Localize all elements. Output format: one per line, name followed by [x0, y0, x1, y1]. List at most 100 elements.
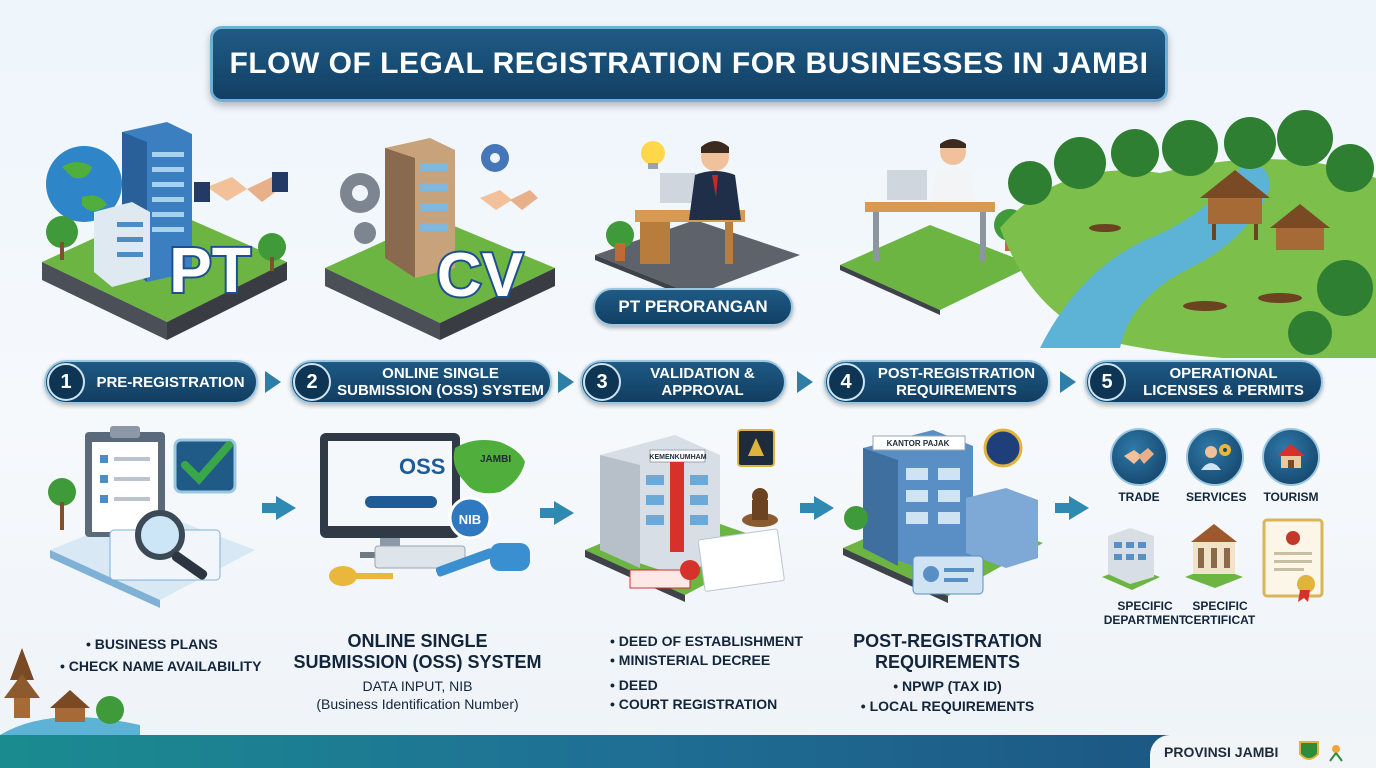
clipboard-icon	[85, 426, 165, 537]
stilt-house	[1200, 170, 1330, 250]
pt-scene: PT	[22, 112, 292, 342]
footer-region-label: PROVINSI JAMBI	[1164, 743, 1279, 760]
tax-office-sign: KANTOR PAJAK	[887, 439, 950, 448]
pt-perorangan-badge: PT PERORANGAN	[593, 288, 793, 326]
step-arrow-icon	[1060, 371, 1076, 393]
step-number: 3	[583, 363, 621, 401]
step-arrow-icon	[797, 371, 813, 393]
pt-letters: PT	[169, 234, 251, 306]
detail-bullet: • NPWP (TAX ID)	[893, 678, 1002, 694]
keyboard-icon	[374, 545, 466, 569]
flow-arrow-icon	[276, 496, 296, 520]
detail-bullet: • LOCAL REQUIREMENTS	[860, 698, 1035, 714]
detail-bullet: • CHECK NAME AVAILABILITY	[60, 658, 262, 674]
license-label: SERVICES	[1186, 490, 1247, 504]
tax-office-icon	[863, 430, 973, 573]
oss-map-label: JAMBI	[480, 454, 511, 465]
jambi-landscape	[960, 108, 1376, 358]
step-number: 5	[1088, 363, 1126, 401]
handshake-icon	[194, 172, 288, 202]
magnifier-icon	[135, 510, 208, 580]
checkmark-icon	[173, 438, 237, 494]
specific-department-icon	[1100, 522, 1162, 597]
step-number: 1	[47, 363, 85, 401]
step-number: 2	[293, 363, 331, 401]
detail-bullet: • DEED OF ESTABLISHMENT	[610, 633, 803, 649]
key-icon	[329, 543, 530, 586]
nib-badge: NIB	[459, 512, 481, 527]
detail-heading: ONLINE SINGLE	[347, 631, 488, 651]
page-title: FLOW OF LEGAL REGISTRATION FOR BUSINESSE…	[229, 47, 1149, 80]
step-3-details: • DEED OF ESTABLISHMENT • MINISTERIAL DE…	[610, 632, 810, 714]
tax-office-illustration: KANTOR PAJAK	[838, 418, 1063, 608]
detail-bullet: • MINISTERIAL DECREE	[610, 652, 771, 668]
detail-bullet: • BUSINESS PLANS	[86, 636, 218, 652]
footer-region: PROVINSI JAMBI	[1150, 735, 1376, 768]
pt-perorangan-scene	[585, 125, 805, 300]
step-arrow-icon	[265, 371, 281, 393]
certificate-icon	[1262, 518, 1326, 609]
step-3-pill[interactable]: 3 VALIDATION & APPROVAL	[580, 360, 786, 404]
step-4-details: POST-REGISTRATION REQUIREMENTS • NPWP (T…	[845, 631, 1050, 716]
specific-certificate-label: SPECIFIC CERTIFICAT	[1184, 599, 1256, 627]
flow-arrow-icon	[554, 501, 574, 525]
services-icon	[1186, 428, 1244, 486]
traditional-house-decoration	[0, 640, 140, 745]
detail-sub: DATA INPUT, NIB	[362, 678, 473, 694]
detail-heading: REQUIREMENTS	[874, 652, 1020, 672]
handshake-icon	[480, 190, 512, 210]
cv-scene: CV	[320, 118, 560, 343]
license-trade[interactable]: TRADE	[1110, 428, 1168, 504]
step-label: PRE-REGISTRATION	[96, 373, 245, 391]
lightbulb-icon	[641, 141, 665, 169]
oss-logo: OSS	[399, 454, 445, 479]
detail-bullet: • COURT REGISTRATION	[610, 696, 778, 712]
step-label: OPERATIONAL LICENSES & PERMITS	[1143, 365, 1304, 399]
oss-illustration: OSS JAMBI NIB	[315, 418, 545, 608]
step-1-pill[interactable]: 1 PRE-REGISTRATION	[44, 360, 258, 404]
map-icon	[453, 440, 525, 494]
license-services[interactable]: SERVICES	[1186, 428, 1247, 504]
detail-heading: SUBMISSION (OSS) SYSTEM	[293, 652, 542, 672]
office-desk-scene	[835, 130, 1035, 315]
handshake-icon	[1110, 428, 1168, 486]
step-number: 4	[827, 363, 865, 401]
step-1-details: • BUSINESS PLANS • CHECK NAME AVAILABILI…	[60, 633, 280, 677]
monitor-icon	[320, 433, 460, 558]
title-banner: FLOW OF LEGAL REGISTRATION FOR BUSINESSE…	[210, 26, 1168, 102]
step-label: VALIDATION & APPROVAL	[650, 365, 755, 399]
tourism-icon	[1262, 428, 1320, 486]
license-tourism[interactable]: TOURISM	[1262, 428, 1320, 504]
step-label: POST-REGISTRATION REQUIREMENTS	[877, 365, 1036, 399]
tourism-logo-icon	[1329, 744, 1344, 762]
step-2-details: ONLINE SINGLE SUBMISSION (OSS) SYSTEM DA…	[285, 631, 550, 713]
building-icon	[600, 435, 720, 575]
monitor-icon	[887, 170, 927, 200]
footer-bar	[0, 735, 1376, 768]
license-label: TOURISM	[1263, 490, 1319, 504]
pt-perorangan-label: PT PERORANGAN	[618, 297, 768, 316]
step-arrow-icon	[558, 371, 574, 393]
boat	[1089, 224, 1121, 232]
document-icon	[629, 528, 785, 592]
validation-illustration: KEMENKUMHAM	[580, 420, 805, 610]
province-emblem-icon	[1299, 740, 1320, 760]
license-label: TRADE	[1118, 490, 1160, 504]
step-label: ONLINE SINGLE SUBMISSION (OSS) SYSTEM	[337, 365, 544, 399]
ministry-sign: KEMENKUMHAM	[649, 454, 706, 461]
detail-sub: (Business Identification Number)	[316, 696, 519, 712]
specific-building-icon	[1183, 520, 1245, 595]
detail-bullet: • DEED	[610, 677, 658, 693]
flow-arrow-icon	[1069, 496, 1089, 520]
stamp-icon	[742, 488, 778, 527]
step-4-pill[interactable]: 4 POST-REGISTRATION REQUIREMENTS	[824, 360, 1050, 404]
specific-department-label: SPECIFIC DEPARTMENT	[1103, 599, 1187, 627]
monitor-icon	[660, 173, 696, 203]
id-card-icon	[912, 555, 984, 595]
step-5-pill[interactable]: 5 OPERATIONAL LICENSES & PERMITS	[1085, 360, 1323, 404]
step-2-pill[interactable]: 2 ONLINE SINGLE SUBMISSION (OSS) SYSTEM	[290, 360, 552, 404]
ministry-finance-emblem-icon	[983, 428, 1023, 468]
detail-heading: POST-REGISTRATION	[853, 631, 1042, 651]
cv-letters: CV	[437, 241, 523, 310]
flow-arrow-icon	[814, 496, 834, 520]
